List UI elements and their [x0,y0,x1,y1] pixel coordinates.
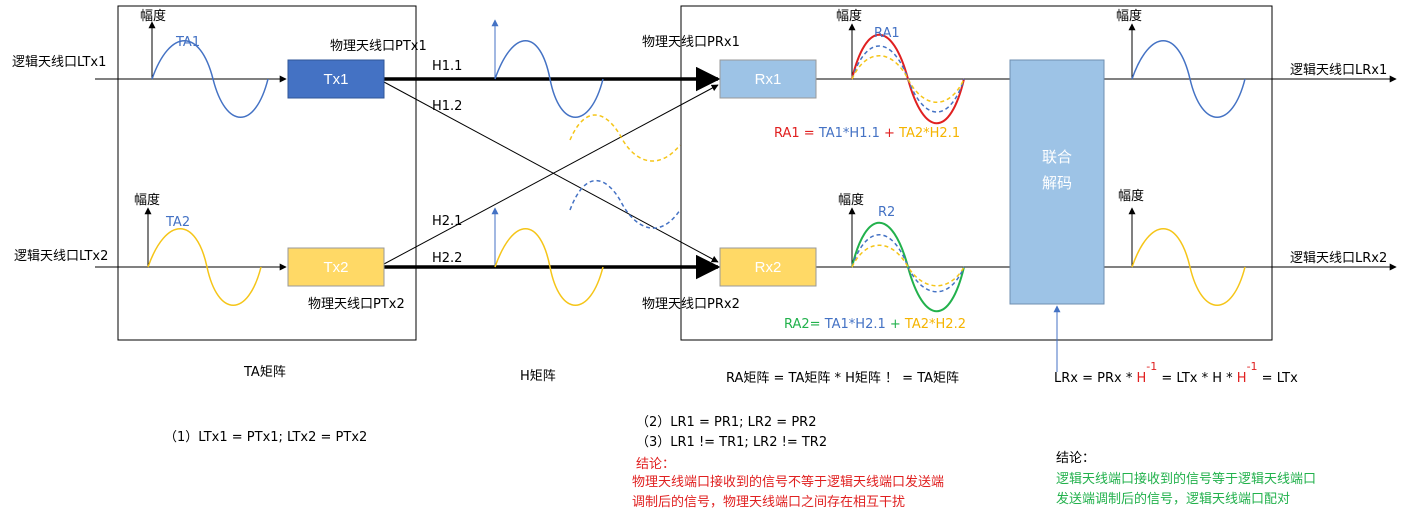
amp-label-ta2: 幅度 [134,192,160,208]
lrx-formula: LRx = PRx * H-1 = LTx * H * H-1 = LTx [1054,360,1298,386]
wave-ta2 [147,228,262,306]
conclusion-green-title: 结论： [1056,451,1095,466]
rx2-label: Rx2 [755,259,782,276]
tx2-box [287,247,385,287]
conclusion-red-line1: 物理天线端口接收到的信号不等于逻辑天线端口发送端 [632,474,944,490]
link-h21 [383,84,719,265]
joint-decode-label-2: 解码 [1042,175,1072,192]
port-ltx1: 逻辑天线口LTx1 [12,55,106,70]
conclusion-red-title: 结论： [636,457,675,472]
tx-frame [117,5,417,341]
wave-lrx2 [1131,228,1246,306]
rx1-box [719,59,817,99]
conclusion-green-line2: 发送端调制后的信号，逻辑天线端口配对 [1056,491,1290,507]
matrix-ra-label: RA矩阵 = TA矩阵 * H矩阵 ！ = TA矩阵 [726,371,959,386]
matrix-h-label: H矩阵 [520,369,556,384]
note-2: （2）LR1 = PR1; LR2 = PR2 [636,415,816,430]
wave-lrx1 [1131,40,1246,118]
tx1-box [287,59,385,99]
channel-h21: H2.1 [432,214,462,229]
amp-label-ta1: 幅度 [140,8,166,24]
rx2-box [719,247,817,287]
signal-ta2: TA2 [165,215,190,230]
wave-interference-blue [569,179,681,229]
channel-h11: H1.1 [432,59,462,74]
wave-mid-top [494,40,604,118]
matrix-ta-label: TA矩阵 [243,365,286,380]
joint-decode-label-1: 联合 [1042,149,1072,166]
amp-label-ra2: 幅度 [838,192,864,208]
rx1-label: Rx1 [755,71,782,88]
wave-ra1-yellow [851,55,965,103]
wave-ra2-yellow [851,244,965,287]
port-ptx1: 物理天线口PTx1 [330,39,427,54]
wave-mid-bottom [494,228,604,306]
port-ptx2: 物理天线口PTx2 [308,297,405,312]
channel-h22: H2.2 [432,251,462,266]
amp-label-lrx1: 幅度 [1116,8,1142,24]
equation-ra2: RA2= TA1*H2.1 + TA2*H2.2 [784,317,966,332]
signal-ra1: RA1 [874,26,900,41]
tx1-label: Tx1 [323,71,348,88]
tx2-label: Tx2 [323,259,348,276]
signal-ta1: TA1 [175,35,200,50]
port-ltx2: 逻辑天线口LTx2 [14,249,108,264]
wave-ra2-green [851,222,965,312]
equation-ra1: RA1 = TA1*H1.1 + TA2*H2.1 [774,126,960,141]
port-lrx1: 逻辑天线口LRx1 [1290,63,1387,78]
joint-decode-box [1009,59,1105,305]
amp-label-lrx2: 幅度 [1118,188,1144,204]
note-3: （3）LR1 != TR1; LR2 != TR2 [636,435,827,450]
conclusion-green-line1: 逻辑天线端口接收到的信号等于逻辑天线端口 [1056,471,1316,487]
port-prx2: 物理天线口PRx2 [642,297,740,312]
wave-interference-yellow [569,114,681,162]
port-prx1: 物理天线口PRx1 [642,35,740,50]
note-1: （1）LTx1 = PTx1; LTx2 = PTx2 [164,430,367,445]
channel-h12: H1.2 [432,99,462,114]
rx-frame [680,5,1273,341]
amp-label-ra1: 幅度 [836,8,862,24]
port-lrx2: 逻辑天线口LRx2 [1290,251,1387,266]
link-h12 [383,81,719,263]
wave-ra1-blue [851,45,965,113]
signal-r2: R2 [878,205,895,220]
conclusion-red-line2: 调制后的信号，物理天线端口之间存在相互干扰 [632,494,905,510]
wave-ta1 [151,40,269,118]
wave-ra2-blue [851,234,965,293]
